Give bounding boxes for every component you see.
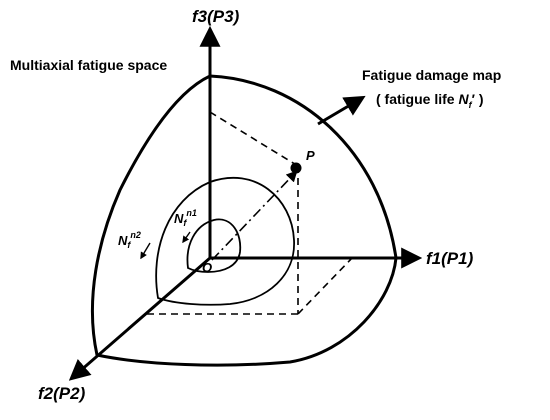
axis-f3-label: f3(P3)	[192, 7, 240, 26]
origin-label: O	[202, 260, 212, 275]
iso-n1-arrow	[182, 231, 191, 244]
map-label-line2: ( fatigue life Nf′ )	[376, 91, 484, 110]
map-label-line1: Fatigue damage map	[362, 67, 501, 83]
dashed-line-diagonal	[297, 255, 355, 315]
outer-damage-surface	[90, 74, 398, 367]
iso-n2-label: Nfn2	[118, 230, 141, 250]
middle-iso-contour	[155, 176, 295, 306]
iso-n1-label: Nfn1	[174, 208, 197, 228]
axis-f2	[68, 256, 211, 381]
axis-f2-label: f2(P2)	[38, 384, 86, 403]
point-p-label: P	[306, 148, 315, 163]
point-p-marker	[290, 162, 302, 174]
axis-f1-label: f1(P1)	[426, 249, 474, 268]
inner-iso-contour	[186, 218, 242, 273]
load-path-line	[211, 170, 298, 261]
iso-n2-arrow	[140, 242, 151, 260]
space-label: Multiaxial fatigue space	[10, 57, 167, 73]
dashed-line-top	[209, 111, 299, 167]
projection-lines	[142, 111, 355, 315]
map-label-arrow	[317, 95, 366, 126]
